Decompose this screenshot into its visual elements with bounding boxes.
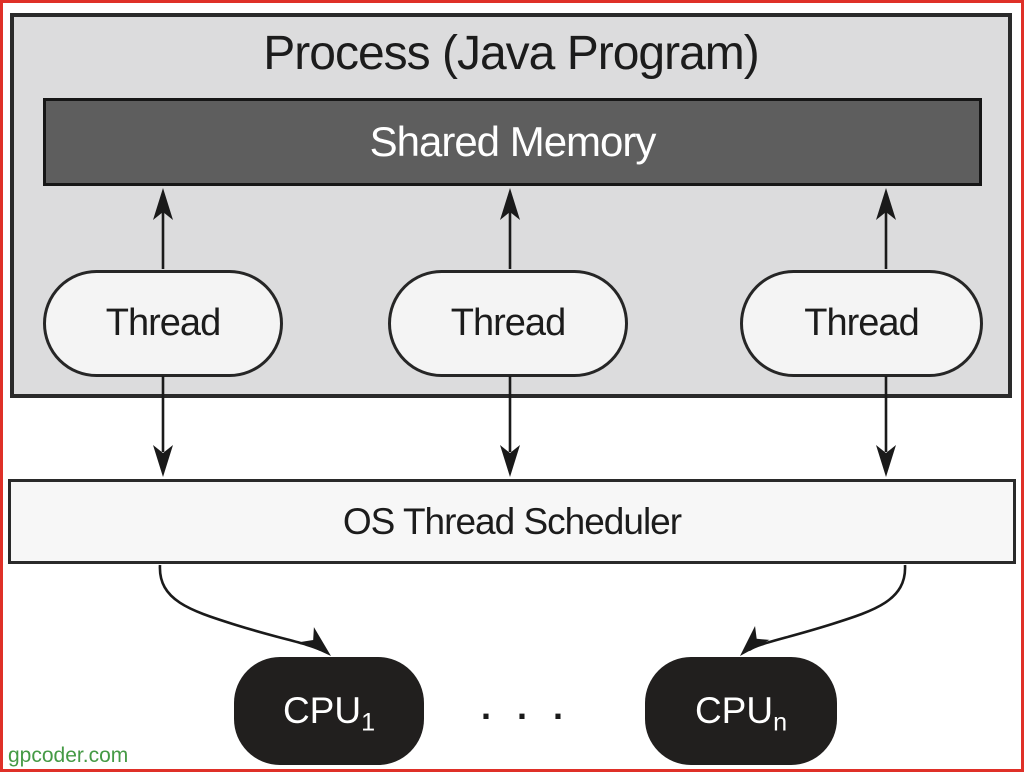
thread-pill-3: Thread	[740, 270, 983, 377]
scheduler-box: OS Thread Scheduler	[8, 479, 1016, 564]
watermark-text: gpcoder.com	[8, 744, 129, 767]
scheduler-to-cpun-arrow	[740, 564, 907, 656]
thread-label-3: Thread	[804, 302, 919, 344]
cpu-n-subscript: n	[773, 708, 788, 737]
thread-pill-1: Thread	[43, 270, 283, 377]
cpu-1-subscript: 1	[361, 708, 376, 737]
shared-memory-bar: Shared Memory	[43, 98, 982, 186]
scheduler-label: OS Thread Scheduler	[342, 500, 682, 542]
cpu-n-shape: CPUn	[645, 657, 837, 765]
cpu-1-shape: CPU1	[234, 657, 424, 765]
shared-memory-label: Shared Memory	[369, 118, 657, 165]
cpu-n-label: CPUn	[694, 690, 788, 737]
process-title: Process (Java Program)	[263, 27, 759, 80]
thread-label-1: Thread	[105, 302, 221, 344]
thread-pill-2: Thread	[388, 270, 628, 377]
thread-label-2: Thread	[450, 302, 566, 344]
ellipsis-dots: . . .	[480, 686, 571, 727]
scheduler-to-cpu1-arrow	[158, 564, 331, 656]
cpu-1-label: CPU1	[282, 690, 376, 737]
